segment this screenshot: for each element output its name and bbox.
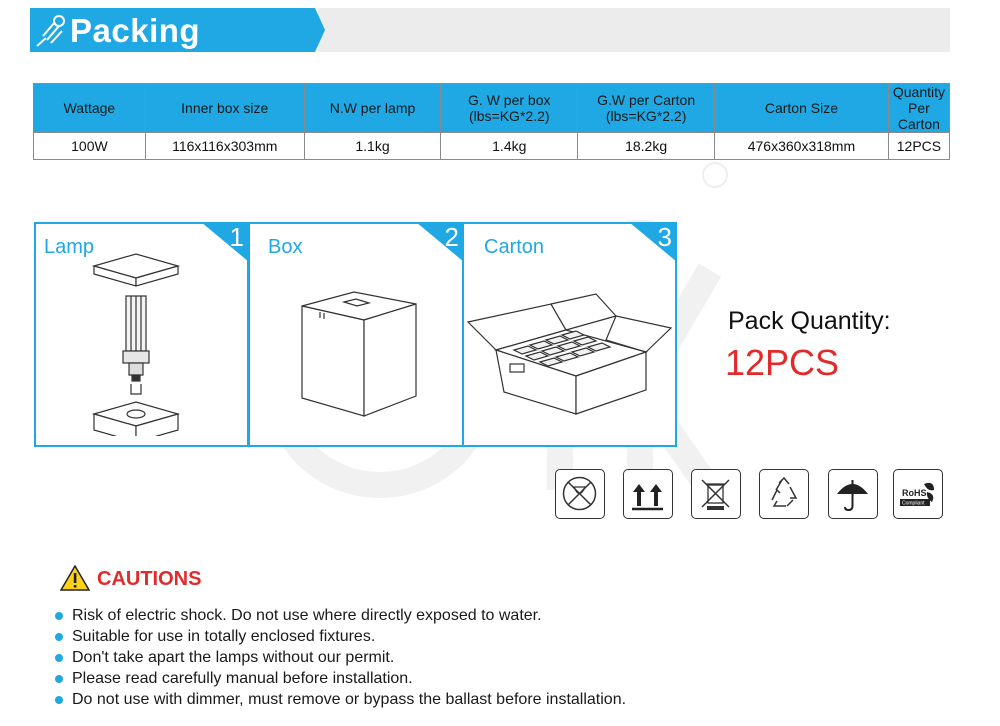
list-item: Do not use with dimmer, must remove or b… (55, 689, 626, 710)
open-carton-icon (466, 293, 673, 415)
lamp-assembly-icon (91, 253, 181, 436)
page-title: Packing (70, 12, 201, 49)
panel-carton: 3 Carton (462, 222, 677, 447)
cautions-list: Risk of electric shock. Do not use where… (55, 605, 626, 710)
pack-quantity-value: 12PCS (725, 342, 840, 383)
list-item: Please read carefully manual before inst… (55, 668, 626, 689)
bullet-icon (55, 675, 63, 683)
lamp-bulb-icon (36, 15, 65, 47)
inner-box-icon (301, 291, 417, 417)
header-carton-size: Carton Size (714, 83, 889, 133)
warning-icon (60, 565, 90, 591)
list-item: Suitable for use in totally enclosed fix… (55, 626, 626, 647)
panel-number: 3 (657, 222, 672, 252)
panel-lamp: 1 Lamp (34, 222, 249, 447)
panel-number: 2 (444, 222, 459, 252)
bullet-icon (55, 612, 63, 620)
cell-gw-per-carton: 18.2kg (577, 132, 716, 160)
table-row: 100W 116x116x303mm 1.1kg 1.4kg 18.2kg 47… (33, 132, 951, 160)
bullet-icon (55, 633, 63, 641)
panel-corner (416, 222, 464, 262)
cell-inner-box-size: 116x116x303mm (144, 132, 305, 160)
header-nw-per-lamp: N.W per lamp (303, 83, 442, 133)
header-gw-per-carton: G.W per Carton(lbs=KG*2.2) (577, 83, 716, 133)
header-bar (318, 8, 950, 52)
panel-number: 1 (229, 222, 244, 252)
fragile-icon (555, 469, 605, 519)
panel-box: 2 Box (248, 222, 464, 447)
rohs-icon: RoHS Compliant (893, 469, 943, 519)
panel-corner (629, 222, 677, 262)
bullet-icon (55, 696, 63, 704)
this-way-up-icon (623, 469, 673, 519)
header-inner-box-size: Inner box size (144, 83, 305, 133)
panel-label: Lamp (44, 236, 95, 258)
panel-corner (201, 222, 249, 262)
header-tab (30, 8, 325, 52)
table-header-row: Wattage Inner box size N.W per lamp G. W… (33, 83, 951, 133)
cell-carton-size: 476x360x318mm (714, 132, 889, 160)
spec-table: Wattage Inner box size N.W per lamp G. W… (33, 83, 951, 160)
header-gw-per-box: G. W per box(lbs=KG*2.2) (440, 83, 579, 133)
bullet-icon (55, 654, 63, 662)
svg-text:Compliant: Compliant (902, 501, 925, 507)
list-item: Risk of electric shock. Do not use where… (55, 605, 626, 626)
header-wattage: Wattage (33, 83, 146, 133)
keep-dry-icon (828, 469, 878, 519)
panel-label: Carton (484, 236, 545, 258)
recycle-icon (759, 469, 809, 519)
cautions-title: CAUTIONS (97, 568, 202, 590)
cell-gw-per-box: 1.4kg (440, 132, 579, 160)
cell-wattage: 100W (33, 132, 146, 160)
svg-text:RoHS: RoHS (902, 488, 927, 498)
no-trash-icon (691, 469, 741, 519)
cell-quantity-per-carton: 12PCS (887, 132, 951, 160)
pack-quantity-label: Pack Quantity: (728, 307, 891, 335)
cell-nw-per-lamp: 1.1kg (303, 132, 442, 160)
list-item: Don't take apart the lamps without our p… (55, 647, 626, 668)
panel-label: Box (268, 236, 303, 258)
